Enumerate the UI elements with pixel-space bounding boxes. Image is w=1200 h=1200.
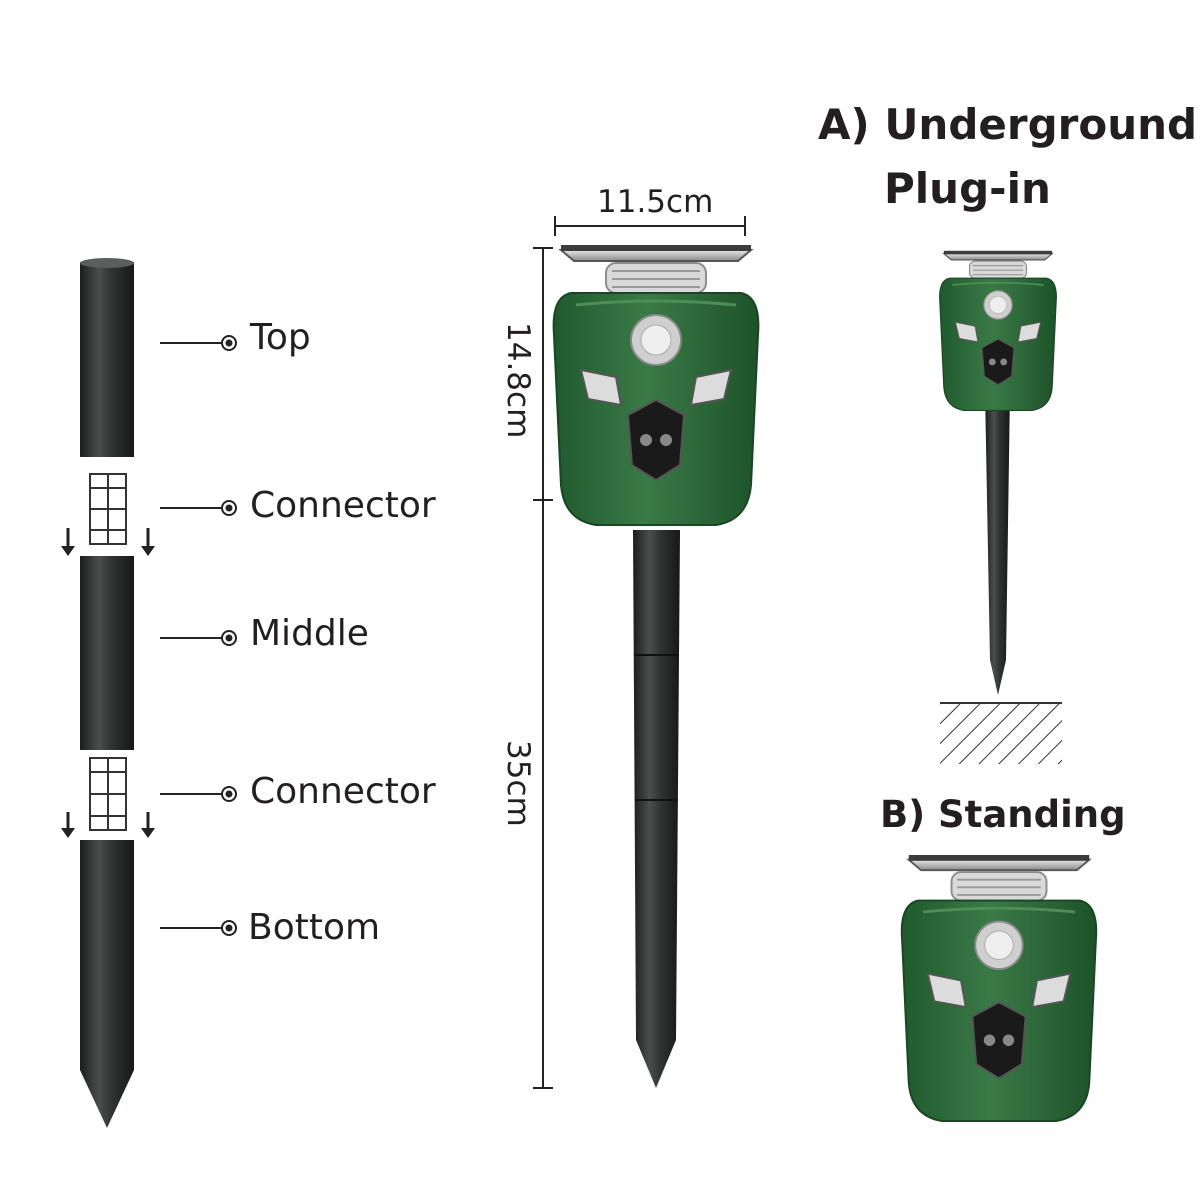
mini-stake <box>985 390 1010 695</box>
label-connector-1: Connector <box>250 485 436 526</box>
label-top: Top <box>250 317 311 358</box>
mini-device-head <box>938 249 1058 412</box>
mode-underground <box>938 249 1062 764</box>
label-connector-2: Connector <box>250 771 436 812</box>
device-head <box>552 243 760 527</box>
leader-lines <box>160 342 222 929</box>
stake-assembly <box>61 258 237 1128</box>
stake-length-dimension-label: 35cm <box>500 740 536 827</box>
mode-b-heading: B) Standing <box>880 793 1126 836</box>
head-height-dimension-label: 14.8cm <box>500 322 536 439</box>
width-dimension-label: 11.5cm <box>597 184 714 220</box>
ground-hatch <box>940 703 1062 764</box>
mode-a-heading-line1: A) Underground <box>818 100 1198 149</box>
pole-middle <box>80 556 134 750</box>
target-bullet-icon <box>221 335 237 936</box>
device-dimensioned <box>533 216 760 1089</box>
down-arrow-icon <box>61 528 155 556</box>
mode-standing <box>900 853 1098 1123</box>
width-dimension-line <box>554 216 746 236</box>
device-stake <box>633 530 680 1088</box>
pole-top <box>80 262 134 457</box>
height-dimension-line <box>533 247 553 1089</box>
down-arrow-icon <box>61 812 155 838</box>
standing-device-head <box>900 853 1098 1123</box>
label-bottom: Bottom <box>248 907 381 948</box>
connector-1 <box>89 473 127 545</box>
mode-a-heading-line2: Plug-in <box>884 164 1051 213</box>
connector-2 <box>89 757 127 831</box>
label-middle: Middle <box>250 613 369 654</box>
pole-bottom <box>80 840 134 1128</box>
